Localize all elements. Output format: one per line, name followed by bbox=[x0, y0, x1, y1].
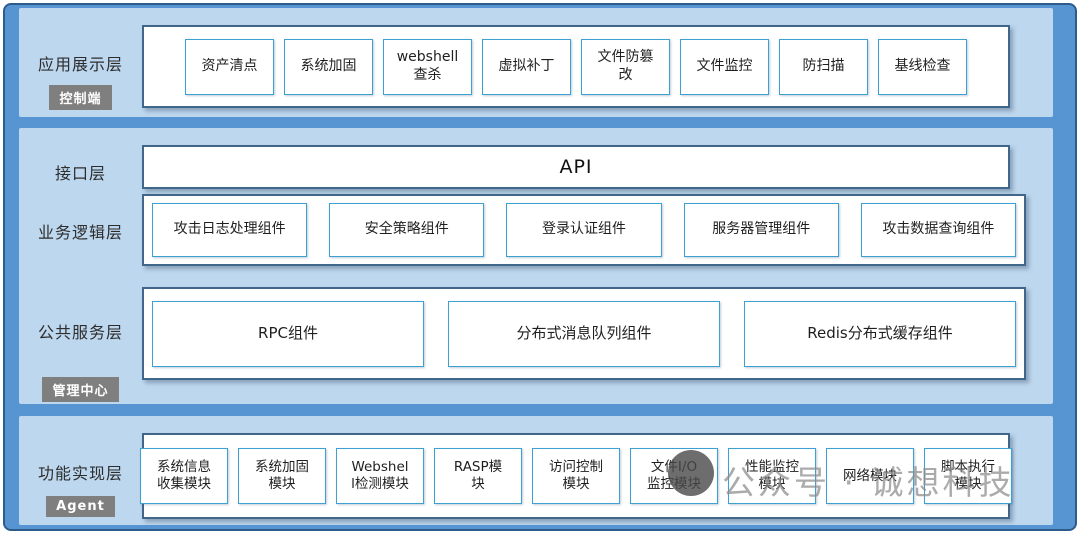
layer-label-business-logic: 业务逻辑层 bbox=[37, 223, 123, 242]
agent-badge-label: Agent bbox=[46, 496, 115, 517]
feature-box: 文件监控 bbox=[680, 38, 769, 95]
management-center-badge: 管理中心 bbox=[19, 377, 142, 402]
module-box: 脚本执行 模块 bbox=[924, 448, 1012, 504]
component-box: 服务器管理组件 bbox=[683, 203, 839, 257]
panel-management-center: 接口层 API 业务逻辑层 攻击日志处理组件安全策略组件登录认证组件服务器管理组… bbox=[19, 128, 1053, 404]
service-box: 分布式消息队列组件 bbox=[448, 300, 720, 367]
module-box: 系统加固 模块 bbox=[238, 448, 326, 504]
service-box: Redis分布式缓存组件 bbox=[744, 300, 1016, 367]
layer-label-interface: 接口层 bbox=[54, 164, 106, 183]
module-box: 系统信息 收集模块 bbox=[140, 448, 228, 504]
feature-box: 资产清点 bbox=[185, 38, 274, 95]
module-box: 网络模块 bbox=[826, 448, 914, 504]
agent-badge: Agent bbox=[19, 495, 142, 517]
component-box: 攻击日志处理组件 bbox=[152, 203, 308, 257]
feature-box: 虚拟补丁 bbox=[482, 38, 571, 95]
feature-box: webshell 查杀 bbox=[383, 38, 472, 95]
layer-label-public-services: 公共服务层 bbox=[37, 323, 123, 342]
module-box: 性能监控 模块 bbox=[728, 448, 816, 504]
layer-label-application-display: 应用展示层 bbox=[37, 55, 123, 74]
feature-box: 基线检查 bbox=[878, 38, 967, 95]
component-box: 攻击数据查询组件 bbox=[860, 203, 1017, 257]
module-box: Webshel l检测模块 bbox=[336, 448, 424, 504]
api-label: API bbox=[559, 156, 593, 178]
feature-box: 防扫描 bbox=[779, 38, 868, 95]
module-box: RASP模 块 bbox=[434, 448, 522, 504]
module-box: 访问控制 模块 bbox=[532, 448, 620, 504]
public-services-container: RPC组件分布式消息队列组件 Redis分布式缓存组件 bbox=[142, 287, 1026, 380]
control-side-badge-label: 控制端 bbox=[49, 85, 112, 110]
watermark-text: 公众号 · 诚想科技 bbox=[722, 463, 1015, 502]
management-center-badge-label: 管理中心 bbox=[42, 377, 119, 402]
feature-box: 文件防篡 改 bbox=[581, 38, 670, 95]
business-logic-container: 攻击日志处理组件安全策略组件登录认证组件服务器管理组件攻击数据查询组件 bbox=[142, 194, 1026, 266]
component-box: 安全策略组件 bbox=[329, 203, 485, 257]
component-box: 登录认证组件 bbox=[506, 203, 662, 257]
control-side-badge: 控制端 bbox=[19, 85, 142, 110]
service-box: RPC组件 bbox=[152, 300, 424, 367]
wechat-official-account-icon bbox=[668, 450, 714, 496]
api-container: API bbox=[142, 145, 1010, 189]
layer-label-function-implementation: 功能实现层 bbox=[37, 464, 123, 483]
feature-box: 系统加固 bbox=[284, 38, 373, 95]
